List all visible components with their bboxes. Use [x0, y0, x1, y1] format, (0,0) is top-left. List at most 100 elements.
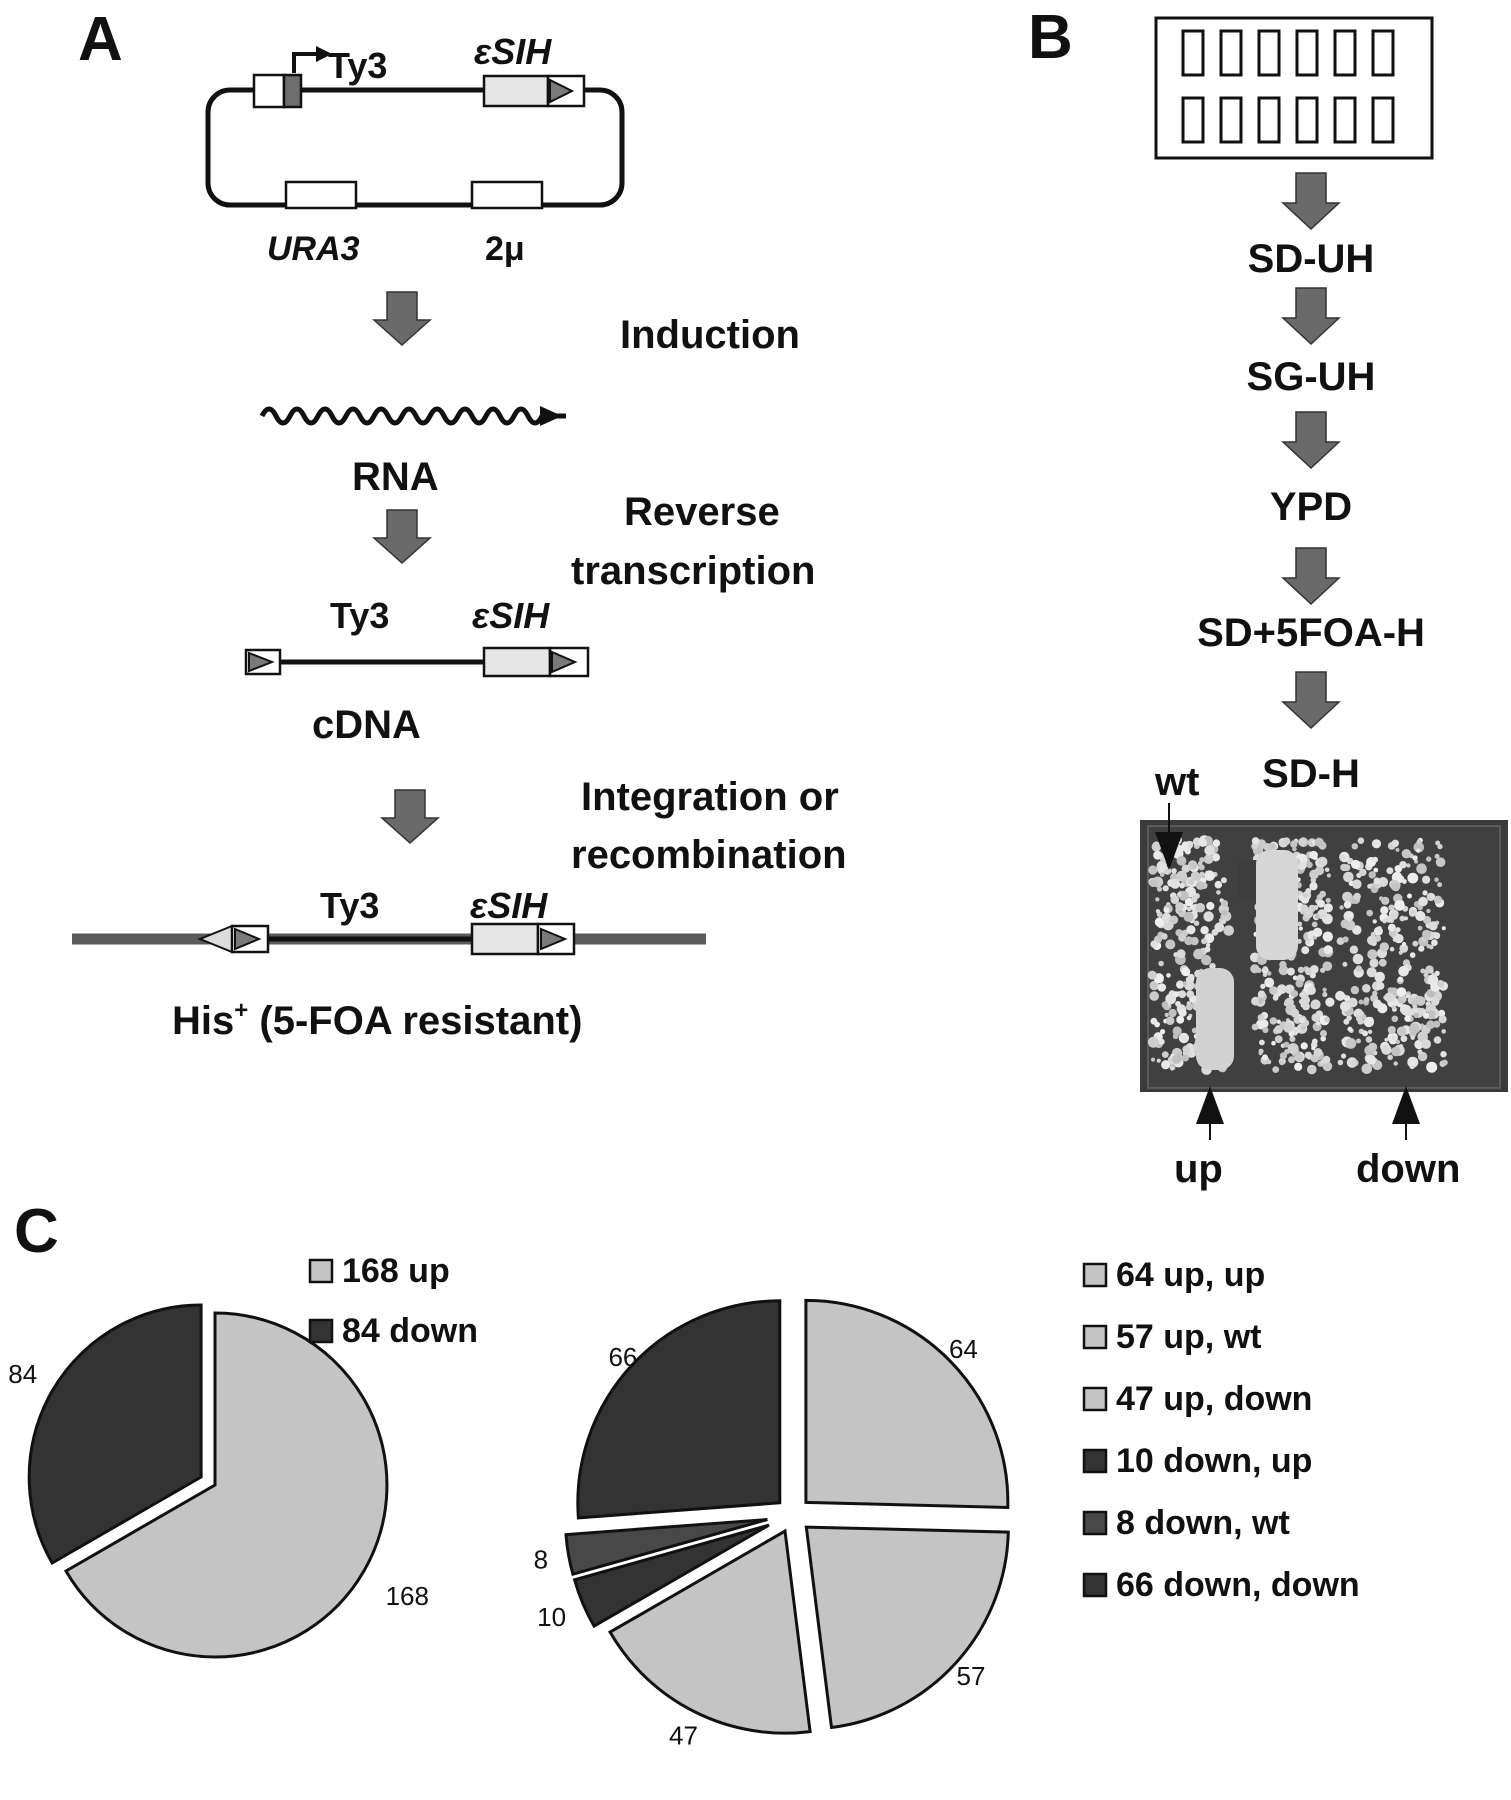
colony	[1421, 937, 1426, 942]
colony	[1187, 860, 1198, 870]
colony	[1417, 904, 1423, 911]
colony	[1352, 953, 1364, 965]
colony	[1379, 942, 1390, 952]
colony	[1398, 965, 1409, 977]
rna-arrowhead	[540, 406, 562, 426]
colony	[1309, 881, 1318, 890]
colony	[1184, 848, 1191, 855]
grid-cell	[1295, 29, 1319, 77]
colony	[1214, 880, 1223, 889]
pie-data-label: 57	[957, 1661, 986, 1691]
colony	[1391, 839, 1400, 847]
colony	[1295, 1053, 1304, 1062]
colony	[1345, 1038, 1357, 1049]
step-int-line1: Integration or	[581, 775, 839, 819]
pie-slice	[576, 1299, 782, 1520]
colony	[1309, 869, 1319, 880]
colony	[1161, 1001, 1169, 1009]
colony	[1367, 949, 1378, 960]
marker-box	[482, 74, 550, 108]
colony	[1156, 886, 1163, 892]
result-rest: (5-FOA resistant)	[248, 999, 582, 1043]
colony	[1315, 1021, 1321, 1026]
grid-cell	[1257, 96, 1281, 144]
colony	[1352, 879, 1362, 889]
cdna-ty3-label: Ty3	[330, 595, 389, 636]
colony	[1310, 965, 1319, 974]
colony	[1305, 888, 1312, 894]
colony	[1353, 892, 1361, 901]
colony	[1176, 892, 1182, 897]
colony	[1373, 877, 1381, 884]
colony	[1220, 900, 1229, 908]
colony	[1312, 927, 1323, 937]
grid-cell	[1333, 29, 1357, 77]
colony	[1387, 1026, 1396, 1034]
colony	[1170, 878, 1181, 889]
flow-arrow-induction	[372, 291, 432, 347]
colony	[1365, 1036, 1373, 1043]
step-label: YPD	[1270, 485, 1352, 529]
colony	[1317, 909, 1328, 920]
colony	[1162, 885, 1169, 892]
colony	[1199, 871, 1205, 878]
colony	[1258, 998, 1264, 1005]
colony	[1216, 890, 1221, 895]
colony	[1400, 1035, 1408, 1042]
colony	[1422, 929, 1431, 939]
colony	[1311, 1013, 1321, 1022]
colony	[1410, 1060, 1416, 1066]
up-arrowhead	[1196, 1086, 1224, 1124]
colony	[1186, 1015, 1192, 1021]
colony	[1187, 878, 1195, 886]
colony	[1313, 905, 1319, 910]
colony	[1436, 980, 1445, 988]
colony	[1272, 1066, 1280, 1073]
colony	[1396, 987, 1407, 997]
colony	[1357, 837, 1365, 844]
colony	[1339, 854, 1346, 861]
colony	[1303, 908, 1314, 919]
pie-slice	[572, 1523, 770, 1629]
colony	[1181, 864, 1191, 873]
colony	[1421, 1039, 1431, 1049]
colony	[1415, 910, 1426, 922]
colony	[1283, 1022, 1294, 1033]
colony	[1251, 996, 1260, 1006]
rna-label: RNA	[352, 455, 439, 499]
colony	[1354, 1008, 1363, 1018]
colony	[1323, 945, 1333, 955]
colony	[1420, 968, 1426, 974]
colony	[1427, 974, 1438, 985]
colony	[1368, 871, 1376, 879]
colony	[1416, 863, 1427, 874]
colony	[1175, 902, 1184, 911]
colony	[1161, 1051, 1169, 1058]
colony	[1190, 871, 1200, 881]
result-his: His	[172, 999, 234, 1043]
colony	[1363, 1016, 1375, 1028]
panel-b-letter: B	[1028, 3, 1073, 72]
colony	[1358, 999, 1364, 1005]
colony	[1282, 837, 1291, 846]
colony	[1274, 1035, 1283, 1044]
ltr-triangle-right	[549, 78, 575, 104]
colony	[1391, 1015, 1399, 1023]
colony	[1286, 967, 1295, 976]
colony	[1426, 908, 1431, 914]
colony	[1186, 925, 1196, 935]
colony	[1297, 966, 1305, 974]
step-label: SG-UH	[1247, 355, 1376, 399]
panel-a: A Ty3 εSIH URA3 2μ Induction RNA Reverse	[72, 5, 847, 1043]
colony	[1437, 882, 1443, 888]
colony	[1412, 855, 1418, 861]
colony	[1288, 1056, 1295, 1064]
colony	[1223, 925, 1234, 936]
colony	[1415, 996, 1426, 1006]
step-int-line2: recombination	[571, 833, 847, 877]
grid-cell	[1371, 96, 1395, 144]
colony	[1182, 1045, 1191, 1054]
